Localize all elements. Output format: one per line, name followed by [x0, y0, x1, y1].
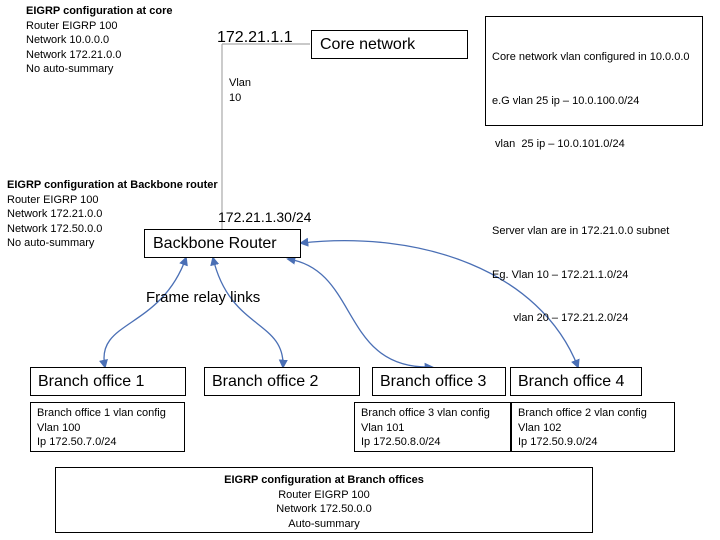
branch-eigrp-line: Router EIGRP 100	[278, 488, 370, 501]
backbone-ip: 172.21.1.30/24	[218, 209, 312, 225]
backbone-config-title: EIGRP configuration at Backbone router	[7, 179, 218, 191]
core-config-line: Network 172.21.0.0	[26, 48, 122, 61]
core-note: Core network vlan configured in 10.0.0.0…	[485, 16, 703, 324]
link-backbone-branch1	[99, 256, 188, 369]
branch-config-line: Vlan 100	[37, 421, 81, 434]
branch-eigrp-title: EIGRP configuration at Branch offices	[224, 474, 424, 486]
branch-office-2-node[interactable]: Branch office 2	[204, 367, 360, 396]
core-note-line: vlan 25 ip – 10.0.101.0/24	[492, 138, 625, 150]
branch-config-line: Vlan 101	[361, 421, 405, 434]
branch-4-config: Branch office 2 vlan config Vlan 102 Ip …	[511, 402, 675, 452]
branch-config-line: Vlan 102	[518, 421, 562, 434]
branch-eigrp-line: Auto-summary	[288, 517, 360, 530]
core-config-line: No auto-summary	[26, 63, 114, 75]
branch-config-line: Branch office 2 vlan config	[518, 407, 647, 419]
backbone-config-line: Network 172.50.0.0	[7, 222, 103, 235]
branch-config-line: Ip 172.50.9.0/24	[518, 436, 598, 448]
branch-config-line: Branch office 3 vlan config	[361, 407, 490, 419]
backbone-config-line: Router EIGRP 100	[7, 193, 99, 206]
backbone-config: EIGRP configuration at Backbone router R…	[7, 178, 218, 251]
branch-office-4-node[interactable]: Branch office 4	[510, 367, 642, 396]
core-config-line: Network 10.0.0.0	[26, 34, 110, 46]
core-ip: 172.21.1.1	[217, 29, 293, 46]
backbone-router-node[interactable]: Backbone Router	[144, 229, 301, 258]
backbone-config-line: No auto-summary	[7, 237, 95, 249]
core-config-title: EIGRP configuration at core	[26, 5, 173, 17]
core-note-line: Core network vlan configured in 10.0.0.0	[492, 51, 690, 63]
branch-config-line: Ip 172.50.7.0/24	[37, 436, 117, 448]
core-note-line: Server vlan are in 172.21.0.0 subnet	[492, 225, 670, 237]
vlan-label-line: 10	[229, 91, 242, 104]
core-network-node[interactable]: Core network	[311, 30, 468, 59]
branch-office-label: Branch office 1	[38, 373, 145, 390]
link-backbone-branch4	[299, 237, 580, 369]
branch-office-label: Branch office 4	[518, 373, 625, 390]
branch-office-3-node[interactable]: Branch office 3	[372, 367, 506, 396]
branch-office-label: Branch office 2	[212, 373, 319, 390]
link-backbone-branch2	[210, 256, 288, 369]
core-note-line: vlan 20 – 172.21.2.0/24	[492, 312, 629, 324]
branch-office-label: Branch office 3	[380, 373, 487, 390]
branch-3-config: Branch office 3 vlan config Vlan 101 Ip …	[354, 402, 511, 452]
core-note-line: Eg. Vlan 10 – 172.21.1.0/24	[492, 268, 629, 281]
core-config-line: Router EIGRP 100	[26, 19, 118, 32]
backbone-router-label: Backbone Router	[153, 235, 277, 252]
branch-eigrp-config: EIGRP configuration at Branch offices Ro…	[55, 467, 593, 533]
branch-eigrp-line: Network 172.50.0.0	[276, 503, 372, 515]
branch-office-1-node[interactable]: Branch office 1	[30, 367, 186, 396]
core-note-line: e.G vlan 25 ip – 10.0.100.0/24	[492, 94, 640, 107]
backbone-config-line: Network 172.21.0.0	[7, 208, 103, 220]
branch-1-config: Branch office 1 vlan config Vlan 100 Ip …	[30, 402, 185, 452]
core-config: EIGRP configuration at core Router EIGRP…	[26, 4, 173, 77]
frame-relay-label: Frame relay links	[146, 289, 261, 306]
link-backbone-branch3	[286, 255, 434, 372]
branch-config-line: Branch office 1 vlan config	[37, 407, 166, 419]
vlan-label-line: Vlan	[229, 77, 252, 89]
branch-config-line: Ip 172.50.8.0/24	[361, 436, 441, 448]
vlan-label: Vlan 10	[229, 76, 251, 105]
core-network-label: Core network	[320, 36, 416, 53]
core-note-line	[492, 181, 702, 196]
